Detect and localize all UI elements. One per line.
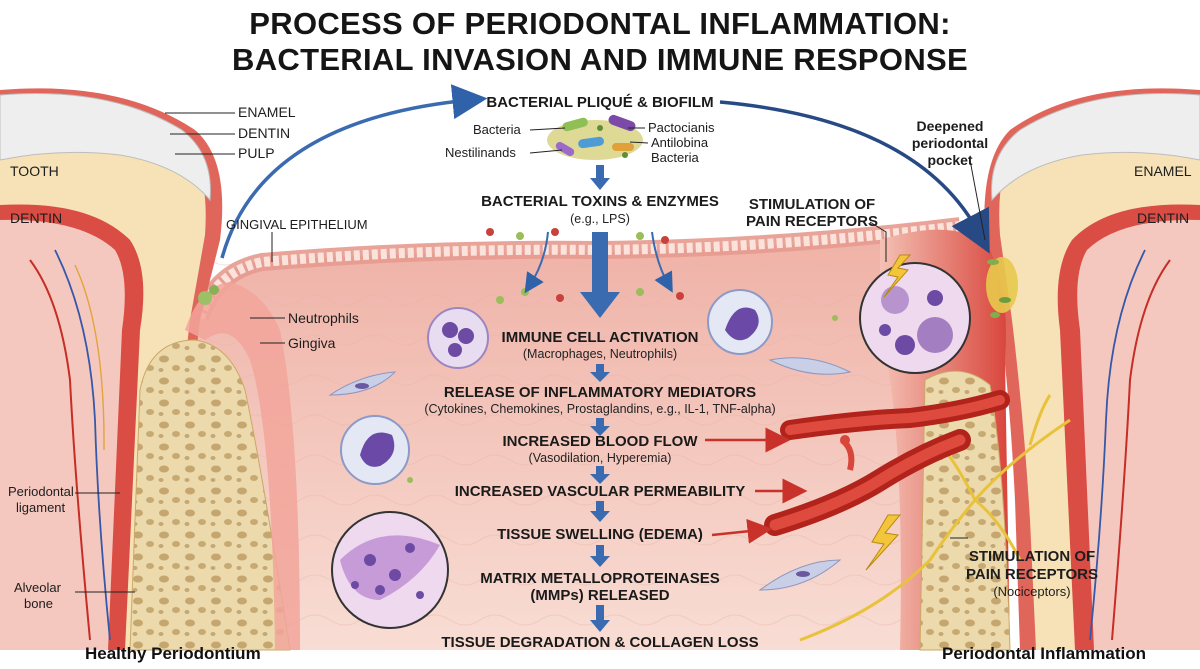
label-nociceptors: (Nociceptors) [993, 584, 1071, 599]
flow-degradation: TISSUE DEGRADATION & COLLAGEN LOSS [441, 634, 759, 651]
biofilm-label-bacteria-right: Bacteria [651, 150, 699, 165]
label-tooth: TOOTH [10, 163, 59, 179]
label-periodontal-1: Periodontal [8, 484, 74, 499]
flow-bloodflow-sub: (Vasodilation, Hyperemia) [528, 451, 672, 465]
flow-swelling: TISSUE SWELLING (EDEMA) [497, 526, 703, 543]
label-pocket-2: periodontal [911, 135, 989, 151]
biofilm-label-nestilinands: Nestilinands [445, 145, 516, 160]
label-pulp: PULP [238, 145, 275, 161]
label-dentin-top-left: DENTIN [238, 125, 291, 141]
label-enamel-right: ENAMEL [1134, 163, 1192, 179]
biofilm-label-antilobina: Antilobina [651, 135, 709, 150]
flow-toxins: BACTERIAL TOXINS & ENZYMES [481, 193, 719, 210]
biofilm-cluster [547, 114, 643, 160]
macrophage-cell [707, 289, 773, 355]
histology-inset-right [859, 254, 971, 374]
pocket-plaque [986, 257, 1018, 318]
biofilm-label-bacteria-left: Bacteria [473, 122, 521, 137]
label-neutrophils: Neutrophils [288, 310, 359, 326]
heading-biofilm: BACTERIAL PLIQUÉ & BIOFILM [486, 94, 714, 111]
arrow-right-curve [719, 100, 990, 254]
label-enamel-left: ENAMEL [238, 104, 296, 120]
flow-mmp-1: MATRIX METALLOPROTEINASES [480, 570, 720, 587]
label-dentin-left: DENTIN [10, 210, 63, 226]
label-pocket-1: Deepened [916, 118, 984, 134]
label-pocket-3: pocket [927, 152, 973, 168]
caption-inflamed: Periodontal Inflammation [942, 644, 1147, 663]
label-gingival-epithelium: GINGIVAL EPITHELIUM [226, 217, 368, 232]
page-title-line-1: PROCESS OF PERIODONTAL INFLAMMATION: [249, 6, 951, 41]
label-alveolar-1: Alveolar [14, 580, 61, 595]
label-leaders [75, 112, 986, 593]
fibroblast-cells [328, 357, 852, 591]
page-title-line-2: BACTERIAL INVASION AND IMMUNE RESPONSE [232, 42, 968, 77]
flow-arrows [580, 165, 620, 632]
flow-activation-sub: (Macrophages, Neutrophils) [522, 347, 678, 361]
caption-healthy: Healthy Periodontium [85, 644, 261, 663]
histology-inset-left [331, 511, 449, 629]
flow-mmp-2: (MMPs) RELEASED [530, 587, 670, 604]
healthy-tooth [0, 88, 223, 651]
biofilm-label-pactocianis: Pactocianis [648, 120, 715, 135]
lps-particles [407, 228, 838, 483]
neutrophil-cell [427, 307, 489, 369]
label-pain-top-2: PAIN RECEPTORS [746, 213, 878, 230]
flow-mediators-sub: (Cytokines, Chemokines, Prostaglandins, … [424, 402, 776, 416]
blood-vessels [764, 390, 1010, 536]
flow-mediators: RELEASE OF INFLAMMATORY MEDIATORS [443, 384, 757, 401]
flow-permeability: INCREASED VASCULAR PERMEABILITY [454, 483, 746, 500]
label-pain-bottom-1: STIMULATION OF [968, 548, 1096, 565]
label-dentin-right: DENTIN [1137, 210, 1190, 226]
toxin-arrows [524, 231, 673, 294]
inflamed-tooth [984, 88, 1200, 651]
label-alveolar-2: bone [24, 596, 53, 611]
label-pain-bottom-2: PAIN RECEPTORS [966, 566, 1098, 583]
macrophage-cell-2 [340, 415, 410, 485]
label-pain-top-1: STIMULATION OF [748, 196, 876, 213]
biofilm-leaders [529, 127, 649, 154]
flow-activation: IMMUNE CELL ACTIVATION [501, 329, 699, 346]
label-periodontal-2: ligament [16, 500, 66, 515]
flow-bloodflow: INCREASED BLOOD FLOW [502, 433, 698, 450]
arrow-left-curve [220, 84, 488, 259]
label-gingiva: Gingiva [288, 335, 336, 351]
flow-toxins-sub: (e.g., LPS) [570, 212, 630, 226]
red-arrows [705, 427, 808, 544]
pain-bolt-icon [865, 514, 902, 571]
